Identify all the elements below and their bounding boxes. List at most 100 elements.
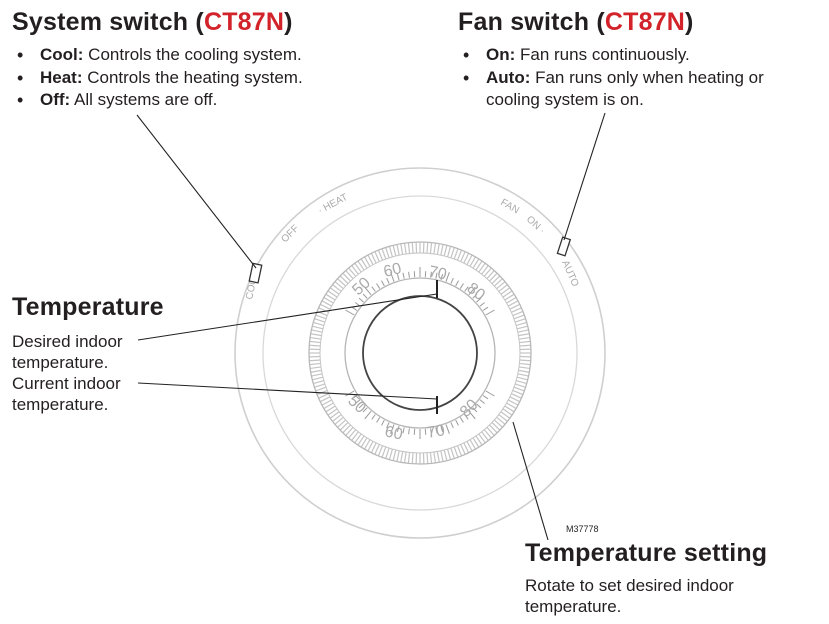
scale-tick: [472, 293, 478, 299]
dial-knurl-tick: [360, 258, 368, 269]
scale-tick: [440, 274, 444, 281]
dial-knurl-tick: [319, 303, 331, 310]
fan-switch-block: Fan switch (CT87N) On: Fan runs continuo…: [458, 8, 818, 112]
dial-knurl-tick: [498, 414, 508, 422]
temperature-setting-block: Temperature setting Rotate to set desire…: [525, 539, 825, 617]
dial-knurl-tick: [436, 451, 440, 463]
setting-dial-knurl[interactable]: [309, 242, 531, 464]
fan-switch-lever[interactable]: [556, 236, 572, 257]
dial-knurl-tick: [440, 450, 444, 462]
dial-knurl-tick: [518, 333, 530, 337]
scale-tick: [482, 395, 489, 400]
dial-knurl-tick: [342, 272, 351, 282]
scale-tick: [430, 428, 432, 435]
dial-knurl-tick: [502, 408, 513, 416]
dial-knurl-tick: [511, 393, 522, 399]
dial-knurl-tick: [367, 254, 374, 265]
dial-knurl-tick: [327, 408, 338, 416]
scale-tick: [376, 283, 381, 289]
dial-knurl-tick: [354, 433, 362, 444]
dial-knurl-tick: [453, 248, 459, 260]
dial-knurl-tick: [516, 376, 528, 381]
dial-knurl-tick: [313, 321, 325, 327]
scale-tick: [351, 395, 358, 400]
dial-knurl-tick: [506, 402, 517, 410]
fan-label-auto: AUTO: [559, 259, 580, 289]
scale-tick: [381, 280, 385, 287]
current-label-60: 60: [383, 423, 404, 443]
temp-setting-callout-line: [512, 421, 549, 541]
dial-knurl-tick: [392, 449, 397, 461]
dial-knurl-tick: [500, 287, 511, 295]
dial-knurl-tick: [310, 333, 322, 337]
scale-tick: [435, 272, 438, 279]
scale-tick: [345, 309, 355, 316]
dial-knurl-tick: [518, 369, 530, 373]
dial-knurl-tick: [334, 416, 344, 425]
dial-knurl-tick: [339, 275, 349, 284]
dial-knurl-tick: [508, 300, 519, 307]
dial-knurl-tick: [360, 437, 368, 448]
dial-knurl-tick: [466, 441, 473, 452]
setting-dial-inner-edge: [319, 252, 521, 454]
current-temp-callout-line: [137, 382, 438, 400]
dial-knurl-tick: [314, 318, 326, 323]
scale-tick: [381, 419, 385, 426]
scale-tick: [371, 414, 376, 420]
dial-knurl-tick: [481, 431, 489, 441]
dial-knurl-tick: [463, 442, 470, 454]
dial-knurl-tick: [493, 278, 503, 287]
dial-knurl-tick: [514, 318, 526, 323]
dial-knurl-tick: [339, 422, 349, 431]
dial-knurl-tick: [513, 314, 525, 320]
system-switch-callout-line: [136, 114, 257, 269]
dial-knurl-tick: [504, 405, 515, 413]
setpoint-label-60: 60: [382, 260, 403, 281]
dial-knurl-tick: [396, 244, 400, 256]
scale-tick: [408, 271, 410, 278]
dial-knurl-tick: [334, 281, 344, 290]
dial-knurl-tick: [489, 272, 498, 282]
dial-knurl-tick: [472, 258, 480, 269]
dial-knurl-tick: [433, 451, 437, 464]
dial-knurl-tick: [385, 447, 390, 459]
dial-knurl-tick: [370, 252, 377, 264]
dial-knurl-tick: [367, 441, 374, 452]
current-temp-label: Current indoor temperature.: [12, 374, 121, 414]
dial-knurl-tick: [443, 449, 448, 461]
dial-knurl-tick: [498, 284, 508, 292]
dial-knurl-tick: [370, 442, 377, 454]
dial-knurl-tick: [311, 373, 323, 377]
scale-tick: [364, 410, 372, 420]
dial-knurl-tick: [496, 281, 506, 290]
dial-knurl-tick: [312, 376, 324, 381]
dial-knurl-tick: [478, 262, 486, 273]
dial-knurl-tick: [456, 445, 463, 457]
scale-tick: [351, 306, 358, 311]
dial-knurl-tick: [512, 389, 524, 396]
dial-knurl-tick: [400, 451, 404, 463]
dial-knurl-tick: [509, 396, 521, 403]
scale-tick: [435, 427, 438, 434]
dial-knurl-tick: [345, 270, 354, 280]
dial-knurl-tick: [513, 386, 525, 392]
scale-tick: [472, 407, 478, 413]
dial-knurl-tick: [396, 450, 400, 462]
scale-tick: [358, 403, 364, 409]
dial-knurl-tick: [491, 275, 501, 284]
dial-knurl-tick: [475, 260, 483, 271]
scale-tick: [440, 425, 444, 432]
scale-tick: [464, 286, 469, 292]
dial-knurl-tick: [502, 290, 513, 298]
desired-temp-callout-line: [137, 293, 438, 341]
dial-knurl-tick: [483, 429, 492, 439]
scale-tick: [430, 271, 432, 278]
scale-tick: [364, 286, 372, 296]
scale-tick: [450, 277, 454, 284]
dial-knurl-tick: [407, 452, 411, 464]
dial-knurl-tick: [321, 300, 332, 307]
system-switch-lever[interactable]: [248, 262, 263, 284]
fan-switch-list: On: Fan runs continuously. Auto: Fan run…: [458, 44, 810, 112]
dial-knurl-tick: [348, 267, 357, 277]
